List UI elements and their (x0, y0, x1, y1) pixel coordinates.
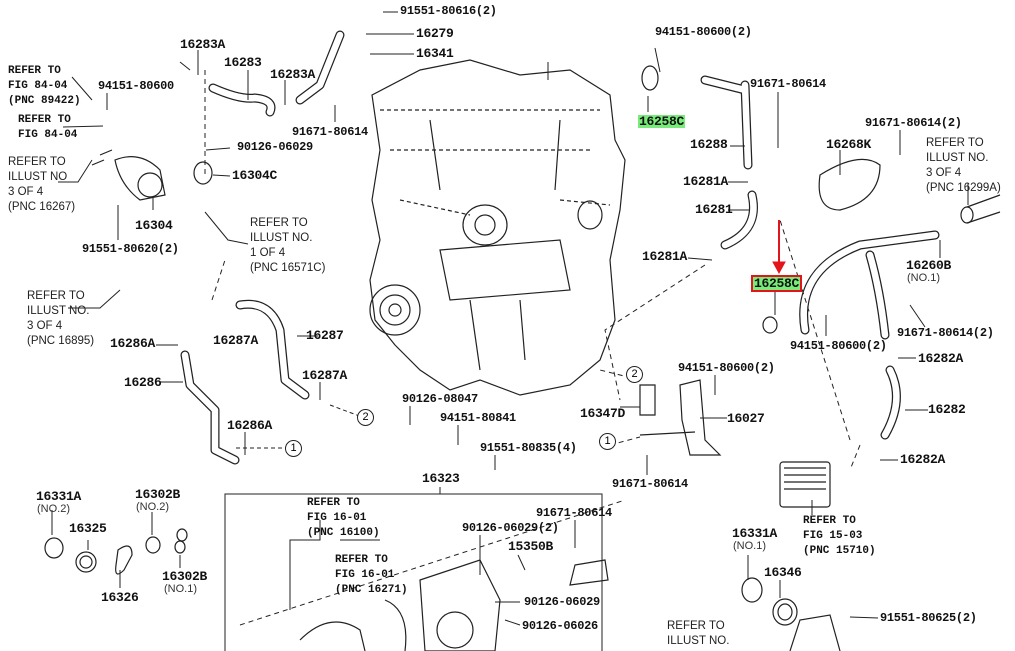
part-label: 90126-08047 (402, 392, 478, 406)
reference-circle: 2 (357, 409, 374, 426)
part-label: 91671-80614 (292, 125, 368, 139)
part-label: 94151-80600 (98, 79, 174, 93)
part-label: 16341 (416, 46, 454, 61)
part-label: 16347D (580, 406, 626, 421)
reference-note: REFER TO FIG 15-03 (PNC 15710) (803, 515, 876, 557)
part-label: 90126-06029(2) (462, 521, 559, 535)
part-qualifier: (NO.2) (136, 501, 169, 513)
part-label: 90126-06029 (237, 140, 313, 154)
part-label: 16282 (928, 402, 966, 417)
reference-circle: 1 (285, 440, 302, 457)
part-label: 16287A (213, 333, 259, 348)
reference-note: REFER TO ILLUST NO 3 OF 4 (PNC 16267) (8, 156, 76, 213)
part-label: 94151-80600(2) (678, 361, 775, 375)
part-label: 16268K (826, 137, 872, 152)
reference-note: REFER TO FIG 84-04 (PNC 89422) (8, 65, 81, 107)
part-label: 16281A (683, 174, 729, 189)
reference-note: REFER TO FIG 84-04 (18, 114, 78, 141)
part-label: 16282A (900, 452, 946, 467)
reference-note: REFER TO ILLUST NO. 1 OF 4 (PNC 16571C) (250, 217, 326, 274)
part-label: 16286A (227, 418, 273, 433)
reference-circle: 1 (599, 433, 616, 450)
part-label: 91551-80625(2) (880, 611, 977, 625)
part-label: 16283 (224, 55, 262, 70)
reference-note: REFER TO FIG 16-01 (PNC 16271) (335, 554, 408, 596)
part-label: 91671-80614(2) (897, 326, 994, 340)
red-arrow-down-icon (772, 220, 786, 275)
part-label: 90126-06026 (522, 619, 598, 633)
small-parts (44, 65, 1001, 651)
part-label: 91551-80620(2) (82, 242, 179, 256)
part-label: 16331A (36, 489, 82, 504)
part-label: 16286 (124, 375, 162, 390)
part-label: 16281A (642, 249, 688, 264)
part-label: 16287A (302, 368, 348, 383)
part-label: 94151-80600(2) (790, 339, 887, 353)
part-label: 90126-06029 (524, 595, 600, 609)
highlighted-part-label[interactable]: 16258C (638, 114, 686, 129)
part-label: 16260B (906, 258, 952, 273)
part-label: 16283A (180, 37, 226, 52)
reference-note: REFER TO ILLUST NO. 3 OF 4 (PNC 16895) (27, 290, 95, 347)
reference-circle: 2 (626, 366, 643, 383)
part-label: 91551-80835(4) (480, 441, 577, 455)
part-label: 16288 (690, 137, 728, 152)
part-label: 91671-80614 (612, 477, 688, 491)
reference-note: REFER TO ILLUST NO. 3 OF 4 (PNC 16299A) (926, 137, 1001, 194)
part-label: 16331A (732, 526, 778, 541)
part-label: 16027 (727, 411, 765, 426)
part-label: 16302B (162, 569, 208, 584)
part-qualifier: (NO.1) (733, 540, 766, 552)
part-label: 16304C (232, 168, 278, 183)
part-label: 94151-80600(2) (655, 25, 752, 39)
part-label: 16326 (101, 590, 139, 605)
part-label: 16304 (135, 218, 173, 233)
part-label: 91671-80614 (750, 77, 826, 91)
part-qualifier: (NO.2) (37, 503, 70, 515)
part-label: 94151-80841 (440, 411, 516, 425)
part-label: 16287 (306, 328, 344, 343)
leader-lines (51, 11, 969, 651)
hoses (180, 30, 940, 465)
part-label: 16346 (764, 565, 802, 580)
part-label: 15350B (508, 539, 554, 554)
part-label: 16286A (110, 336, 156, 351)
engine-block-drawing (369, 59, 626, 396)
part-label: 16281 (695, 202, 733, 217)
part-label: 16325 (69, 521, 107, 536)
part-qualifier: (NO.1) (907, 272, 940, 284)
part-label: 91671-80614 (536, 506, 612, 520)
reference-note: REFER TO ILLUST NO. (667, 620, 730, 647)
part-label: 16279 (416, 26, 454, 41)
reference-note: REFER TO FIG 16-01 (PNC 16100) (307, 497, 380, 539)
part-label: 91551-80616(2) (400, 4, 497, 18)
part-label: 16302B (135, 487, 181, 502)
part-label: 16323 (422, 471, 460, 486)
part-label: 91671-80614(2) (865, 116, 962, 130)
part-label: 16283A (270, 67, 316, 82)
part-label: 16282A (918, 351, 964, 366)
part-qualifier: (NO.1) (164, 583, 197, 595)
highlighted-target-part-label[interactable]: 16258C (750, 275, 803, 292)
